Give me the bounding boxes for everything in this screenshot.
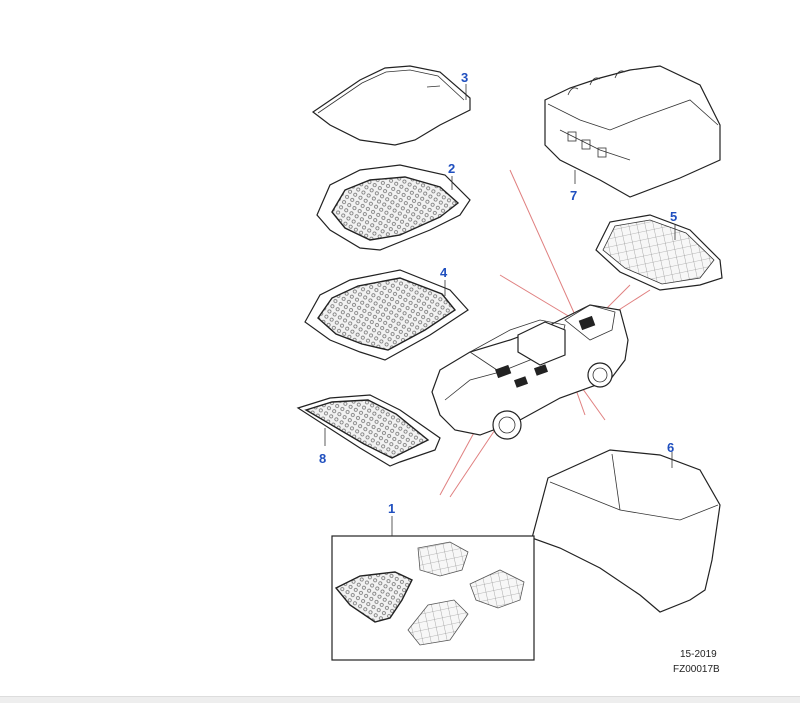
part-8-load-mat <box>296 394 441 467</box>
part-6-large-liner <box>531 449 721 613</box>
callout-5: 5 <box>670 209 677 224</box>
part-4-rubber-mat <box>304 269 469 361</box>
callout-6: 6 <box>667 440 674 455</box>
part-1-floor-mats <box>331 516 535 661</box>
part-3-load-space-cover <box>311 65 471 146</box>
reference-code: FZ00017B <box>673 664 720 675</box>
callout-4: 4 <box>440 265 448 280</box>
bottom-bar <box>0 696 800 703</box>
reference-year: 15-2019 <box>680 649 717 660</box>
callout-2: 2 <box>448 161 455 176</box>
part-7-boot-liner <box>544 65 721 198</box>
callout-7: 7 <box>570 188 577 203</box>
callout-8: 8 <box>319 451 326 466</box>
part-5-grid-mat <box>595 214 723 291</box>
callout-3: 3 <box>461 70 468 85</box>
part-2-luggage-tray <box>316 164 471 251</box>
callout-1: 1 <box>388 501 395 516</box>
car-illustration <box>431 304 629 440</box>
